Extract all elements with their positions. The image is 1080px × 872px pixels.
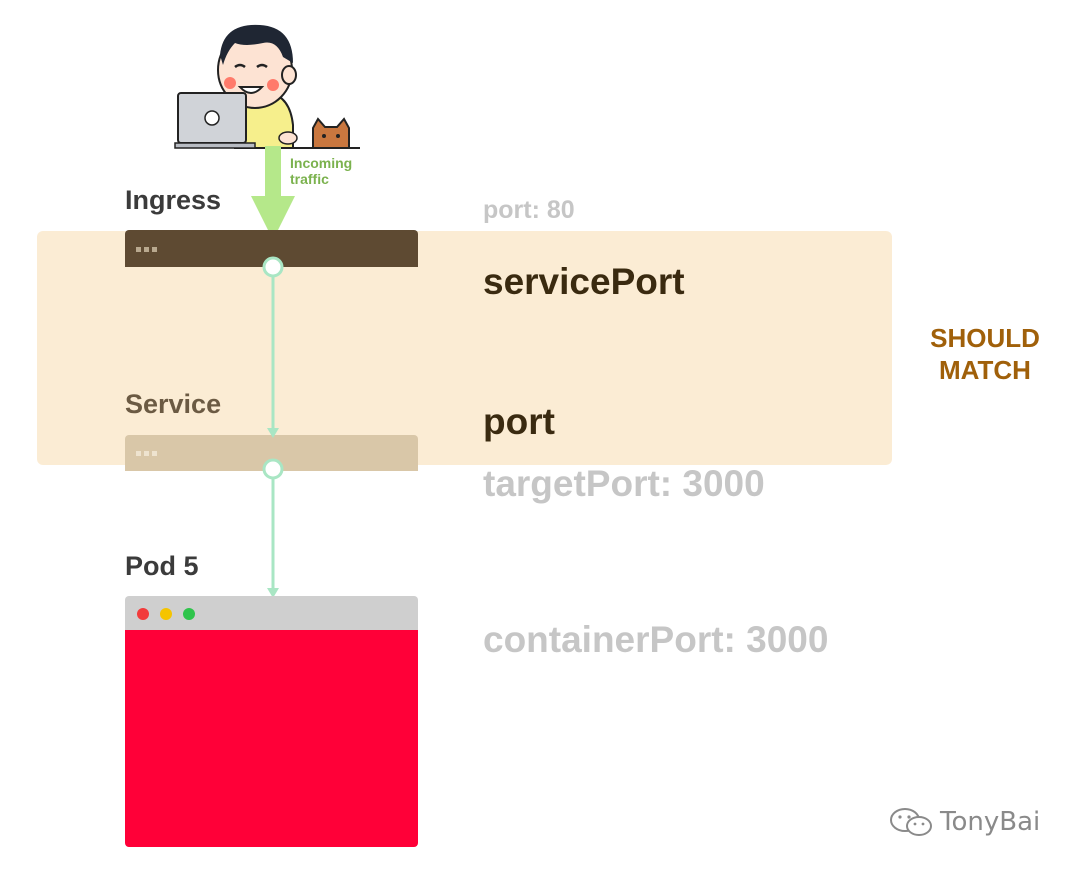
developer-illustration: [174, 24, 360, 149]
service-label: Service: [125, 389, 222, 419]
service-port-label: servicePort: [483, 261, 685, 302]
target-port-label: targetPort: 3000: [483, 463, 765, 504]
pod-body: [125, 630, 418, 847]
ingress-label: Ingress: [125, 185, 222, 215]
should-match-label: SHOULD MATCH: [915, 322, 1055, 386]
maximize-dot-icon: [183, 608, 195, 620]
container-port-label: containerPort: 3000: [483, 619, 829, 660]
service-window-dots: [136, 443, 160, 456]
ingress-window-dots: [136, 239, 160, 252]
incoming-line-1: Incoming: [290, 155, 353, 171]
should-match-line-2: MATCH: [939, 355, 1031, 385]
port-80-label: port: 80: [483, 196, 575, 224]
should-match-line-1: SHOULD: [930, 323, 1040, 353]
incoming-traffic-arrow: [251, 146, 295, 240]
traffic-flow: [262, 256, 284, 598]
port-label: port: [483, 401, 555, 442]
watermark-text: TonyBai: [940, 807, 1041, 837]
close-dot-icon: [137, 608, 149, 620]
pod-window: [125, 596, 418, 847]
should-match-highlight: [37, 231, 892, 465]
pod-titlebar: [125, 596, 418, 630]
wechat-icon: [890, 808, 932, 836]
pod-label: Pod 5: [125, 551, 199, 581]
minimize-dot-icon: [160, 608, 172, 620]
incoming-traffic-label: Incoming traffic: [290, 155, 352, 187]
incoming-line-2: traffic: [290, 171, 329, 187]
